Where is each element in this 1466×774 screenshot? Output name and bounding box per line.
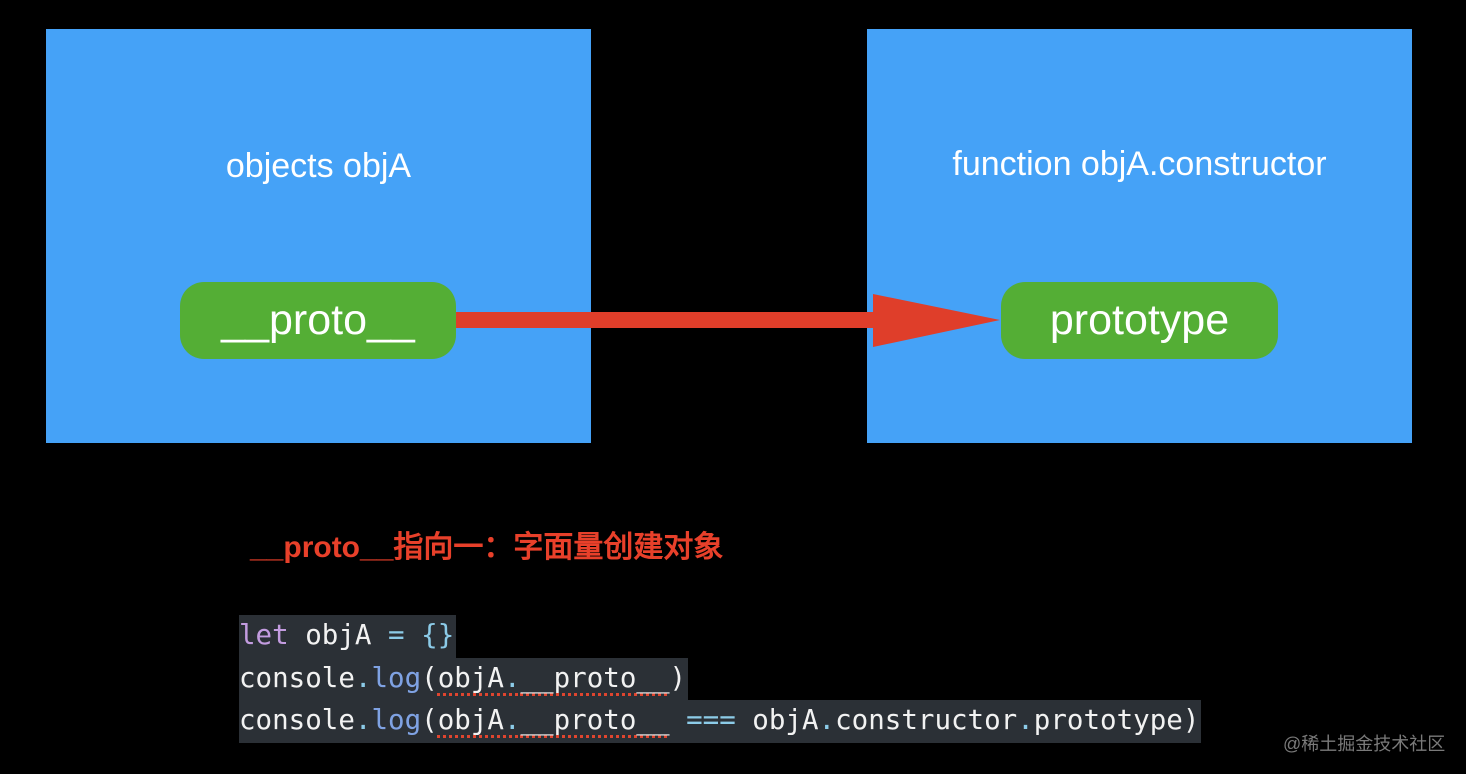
code-keyword: let	[239, 619, 289, 651]
proto-pill-label: __proto__	[221, 296, 415, 344]
constructor-box-title: function objA.constructor	[952, 145, 1327, 183]
proto-pill: __proto__	[180, 282, 456, 359]
constructor-box: function objA.constructor	[867, 29, 1412, 443]
code-dot: .	[1017, 704, 1034, 736]
objects-box: objects objA	[46, 29, 591, 443]
code-method: log	[371, 661, 422, 694]
code-obj: console	[239, 661, 355, 694]
code-dot: .	[354, 704, 372, 736]
code-braces: {}	[421, 619, 455, 651]
code-arg-dot: .	[503, 661, 521, 694]
code-arg-prop: __proto__	[520, 661, 670, 694]
code-paren-open: (	[421, 661, 438, 694]
code-rhs-prototype: prototype	[1033, 704, 1183, 736]
caption: __proto__指向一：字面量创建对象	[250, 531, 724, 564]
prototype-pill-label: prototype	[1049, 296, 1230, 344]
code-obj: console	[239, 704, 355, 736]
code-space	[670, 704, 687, 736]
code-strict-equal: ===	[686, 704, 736, 736]
code-arg-obj: objA	[437, 704, 504, 736]
code-block: let objA = {} console.log(objA.__proto__…	[239, 615, 1202, 743]
watermark: @稀土掘金技术社区	[1283, 734, 1446, 754]
code-rhs-constructor: constructor	[835, 704, 1018, 736]
code-arg-dot: .	[503, 704, 521, 736]
code-line-1: let objA = {}	[239, 615, 457, 658]
code-paren-close: )	[669, 661, 687, 694]
prototype-pill: prototype	[1001, 282, 1278, 359]
code-operator: =	[388, 619, 405, 651]
code-arg-prop: __proto__	[520, 704, 670, 736]
code-space	[405, 619, 422, 651]
code-method: log	[371, 704, 422, 736]
code-paren-close: )	[1182, 704, 1200, 736]
code-line-2: console.log(objA.__proto__)	[239, 657, 689, 700]
code-line-3: console.log(objA.__proto__ === objA.cons…	[239, 700, 1202, 743]
code-dot: .	[354, 661, 372, 694]
code-ident: objA	[288, 619, 389, 651]
code-arg-obj: objA	[437, 661, 504, 694]
code-dot: .	[818, 704, 836, 736]
objects-box-title: objects objA	[225, 147, 412, 185]
code-paren-open: (	[421, 704, 438, 736]
code-rhs-obj: objA	[735, 704, 819, 736]
